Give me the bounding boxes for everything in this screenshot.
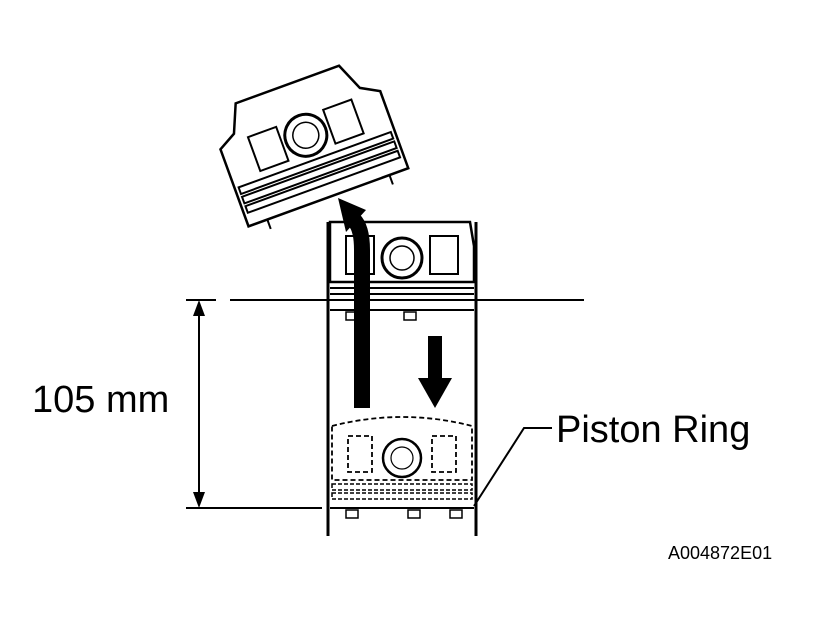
- dimension-label: 105 mm: [32, 379, 169, 421]
- lower-piston: [331, 416, 473, 481]
- upper-piston: [328, 220, 476, 301]
- callout-label: Piston Ring: [556, 409, 750, 451]
- piston-ring: [330, 483, 474, 519]
- tilted-piston: [219, 64, 410, 230]
- ring-at-top: [330, 309, 474, 321]
- cylinder-bore: [326, 222, 478, 536]
- down-arrow-icon: [418, 336, 452, 408]
- up-arrow-icon: [338, 198, 370, 408]
- callout-leader: [473, 427, 552, 507]
- dimension-line: [186, 299, 322, 509]
- figure-code: A004872E01: [668, 543, 772, 563]
